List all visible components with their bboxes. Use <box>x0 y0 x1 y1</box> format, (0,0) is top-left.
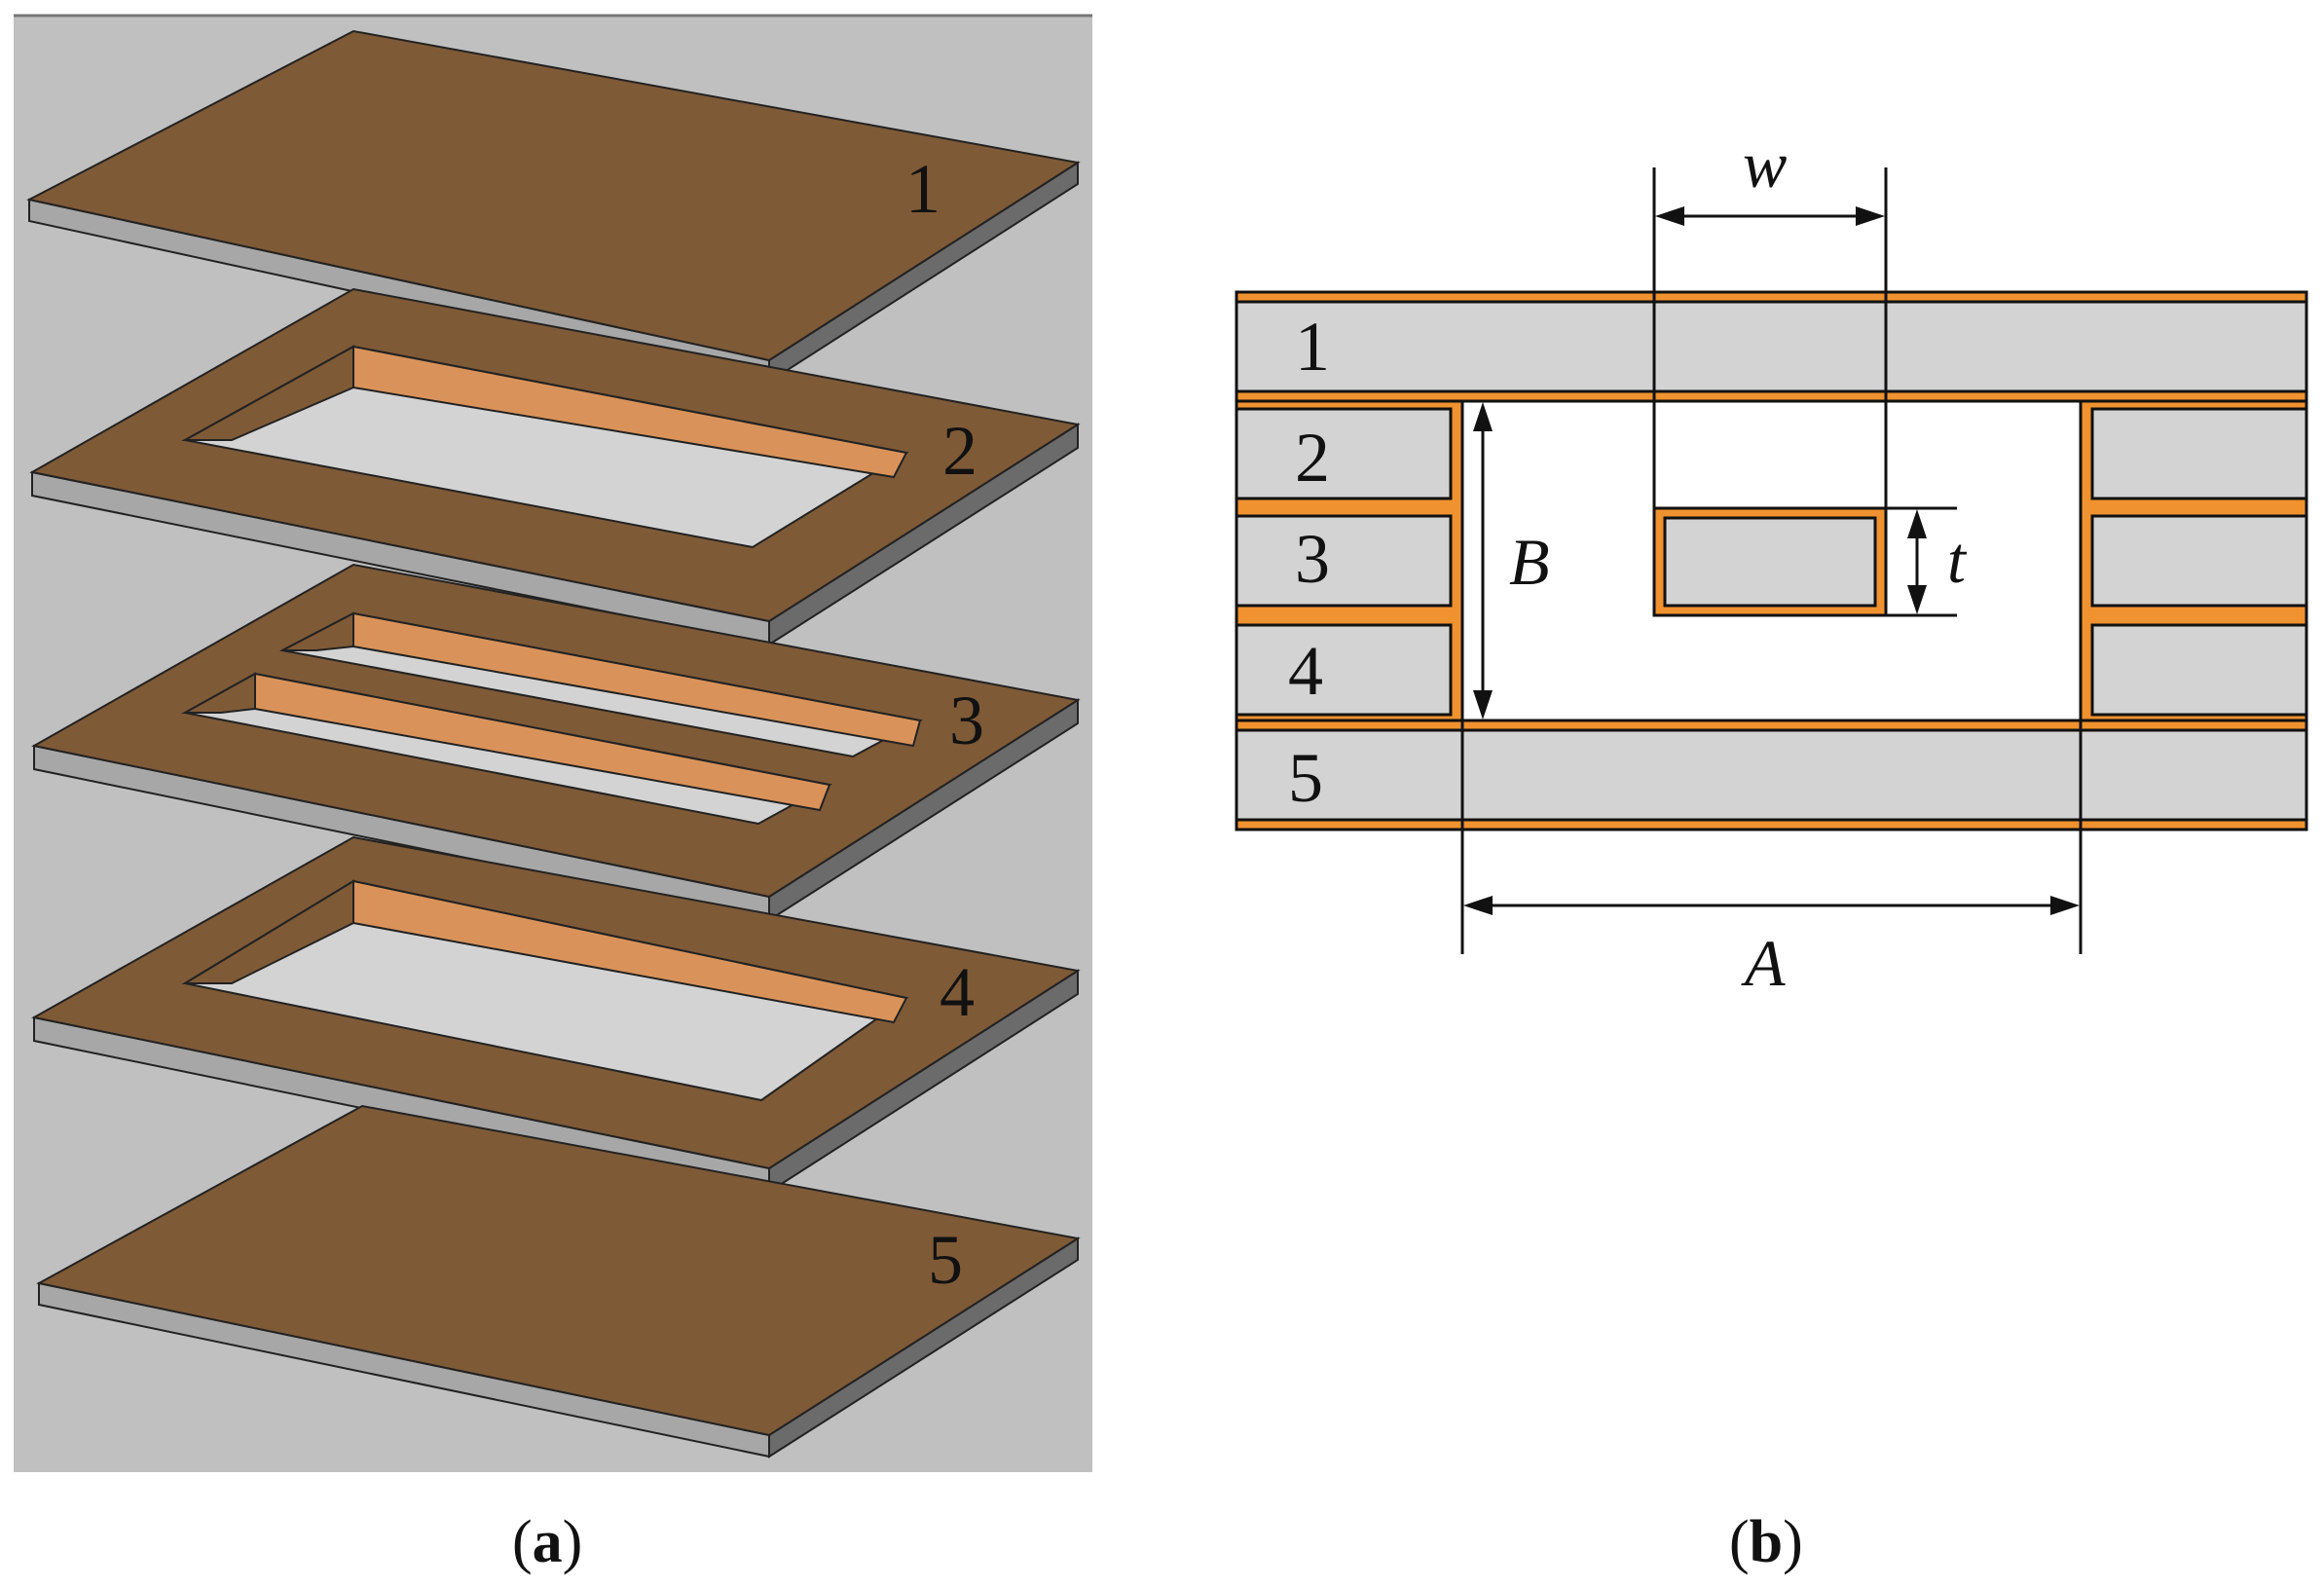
right-layer-3-substrate <box>2090 514 2308 608</box>
layer-5-substrate <box>1235 728 2308 822</box>
right-layer-2-substrate <box>2090 407 2308 500</box>
panel-a: 1 2 3 4 5 (a) <box>14 14 1092 1575</box>
panel-b <box>1235 290 2308 831</box>
B-arrow-bottom <box>1473 690 1493 720</box>
dimension-w-label: w <box>1743 128 1787 202</box>
t-arrow-top <box>1907 509 1927 538</box>
right-layer-4-substrate <box>2090 623 2308 717</box>
left-layer-3-substrate <box>1235 514 1453 608</box>
dimension-lines <box>1460 167 2083 954</box>
layer-4-frame <box>31 835 1081 1194</box>
w-arrow-right <box>1856 206 1885 226</box>
panel-a-layer-2-label: 2 <box>942 412 978 490</box>
panel-a-layer-1-label: 1 <box>905 150 941 228</box>
panel-b-layer-4-label: 4 <box>1288 632 1323 710</box>
panel-b-caption: (b) <box>1729 1509 1803 1575</box>
panel-b-layer-5-label: 5 <box>1288 739 1323 817</box>
panel-a-layer-5-label: 5 <box>928 1221 963 1299</box>
inner-conductor-substrate <box>1663 516 1877 608</box>
panel-b-layer-1-label: 1 <box>1295 308 1330 386</box>
panel-b-layer-3-label: 3 <box>1295 520 1330 598</box>
panel-a-layer-3-label: 3 <box>949 682 984 759</box>
w-arrow-left <box>1655 206 1684 226</box>
left-layer-4-substrate <box>1235 623 1453 717</box>
dimension-B-label: B <box>1509 525 1550 599</box>
panel-a-layer-4-label: 4 <box>940 953 975 1031</box>
A-arrow-right <box>2050 896 2080 915</box>
A-arrow-left <box>1463 896 1493 915</box>
layer-2-frame <box>29 287 1081 646</box>
layer-1-substrate <box>1235 300 2308 393</box>
dimension-arrowheads <box>1463 206 2080 915</box>
B-arrow-top <box>1473 402 1493 431</box>
dimension-t-label: t <box>1947 523 1968 597</box>
copper-bottom-5 <box>1235 818 2308 831</box>
layer-3-frame <box>31 563 1081 922</box>
t-arrow-bottom <box>1907 585 1927 614</box>
panel-b-layer-2-label: 2 <box>1295 419 1330 497</box>
panel-a-caption: (a) <box>512 1509 582 1575</box>
dimension-A-label: A <box>1741 926 1786 1000</box>
layer-5-plate <box>36 1104 1081 1458</box>
left-layer-2-substrate <box>1235 407 1453 500</box>
